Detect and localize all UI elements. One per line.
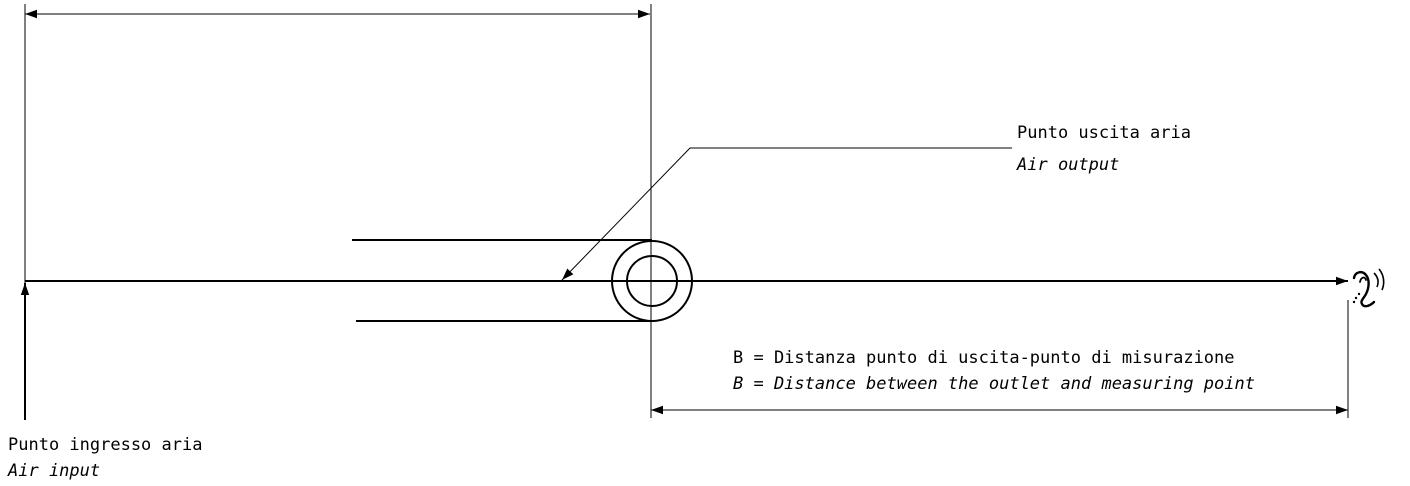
air-input-label-en: Air input [7, 461, 100, 481]
ear-icon [1352, 268, 1385, 308]
air-output-leader [561, 147, 1012, 281]
distance-b-label-en: B = Distance between the outlet and meas… [733, 374, 1255, 394]
distance-b-label: B = Distanza punto di uscita-punto di mi… [733, 348, 1235, 368]
air-output-label: Punto uscita aria [1017, 123, 1191, 143]
air-output-label-en: Air output [1016, 155, 1119, 175]
air-input-label: Punto ingresso aria [8, 435, 202, 455]
